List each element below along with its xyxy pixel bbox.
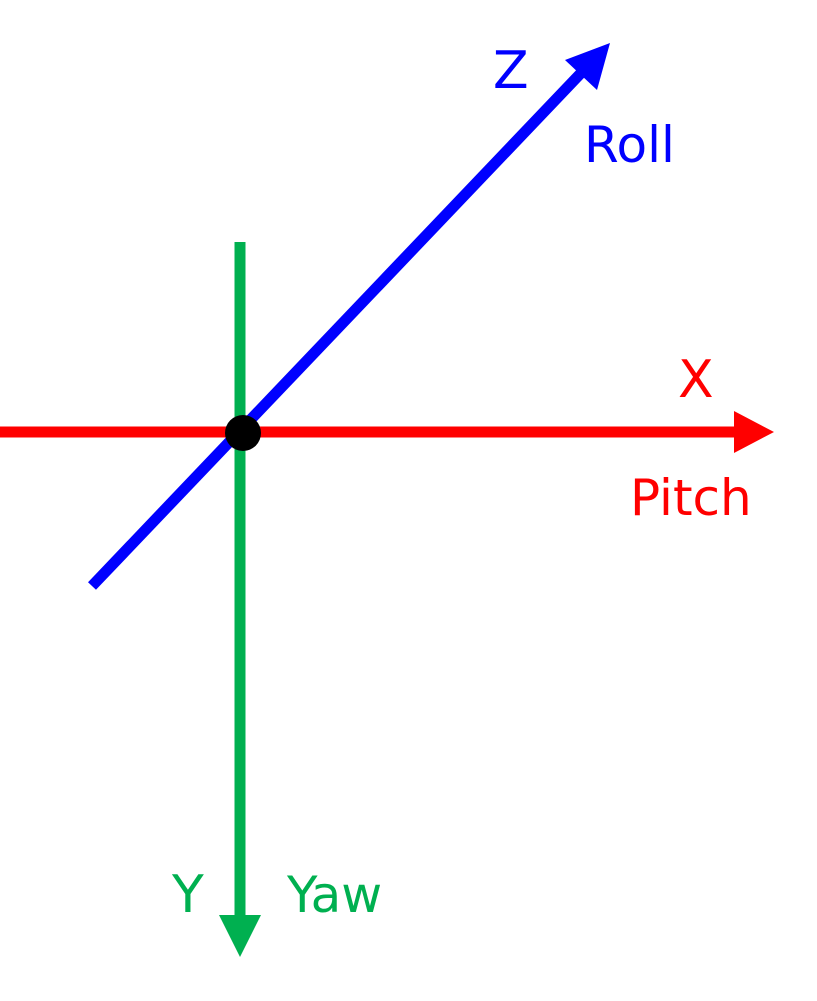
z-rotation-label: Roll (584, 116, 675, 174)
y-rotation-label: Yaw (286, 866, 382, 924)
x-rotation-label: Pitch (630, 469, 752, 527)
z-axis (88, 43, 610, 590)
x-axis (0, 411, 774, 453)
origin-point (225, 415, 261, 451)
z-axis-arrowhead (565, 43, 610, 90)
y-axis (219, 242, 261, 957)
z-axis-letter: Z (493, 41, 529, 101)
y-axis-letter: Y (171, 865, 204, 925)
y-axis-arrowhead (219, 915, 261, 957)
z-axis-line (88, 68, 586, 590)
x-axis-arrowhead (734, 411, 774, 453)
x-axis-letter: X (678, 350, 714, 410)
